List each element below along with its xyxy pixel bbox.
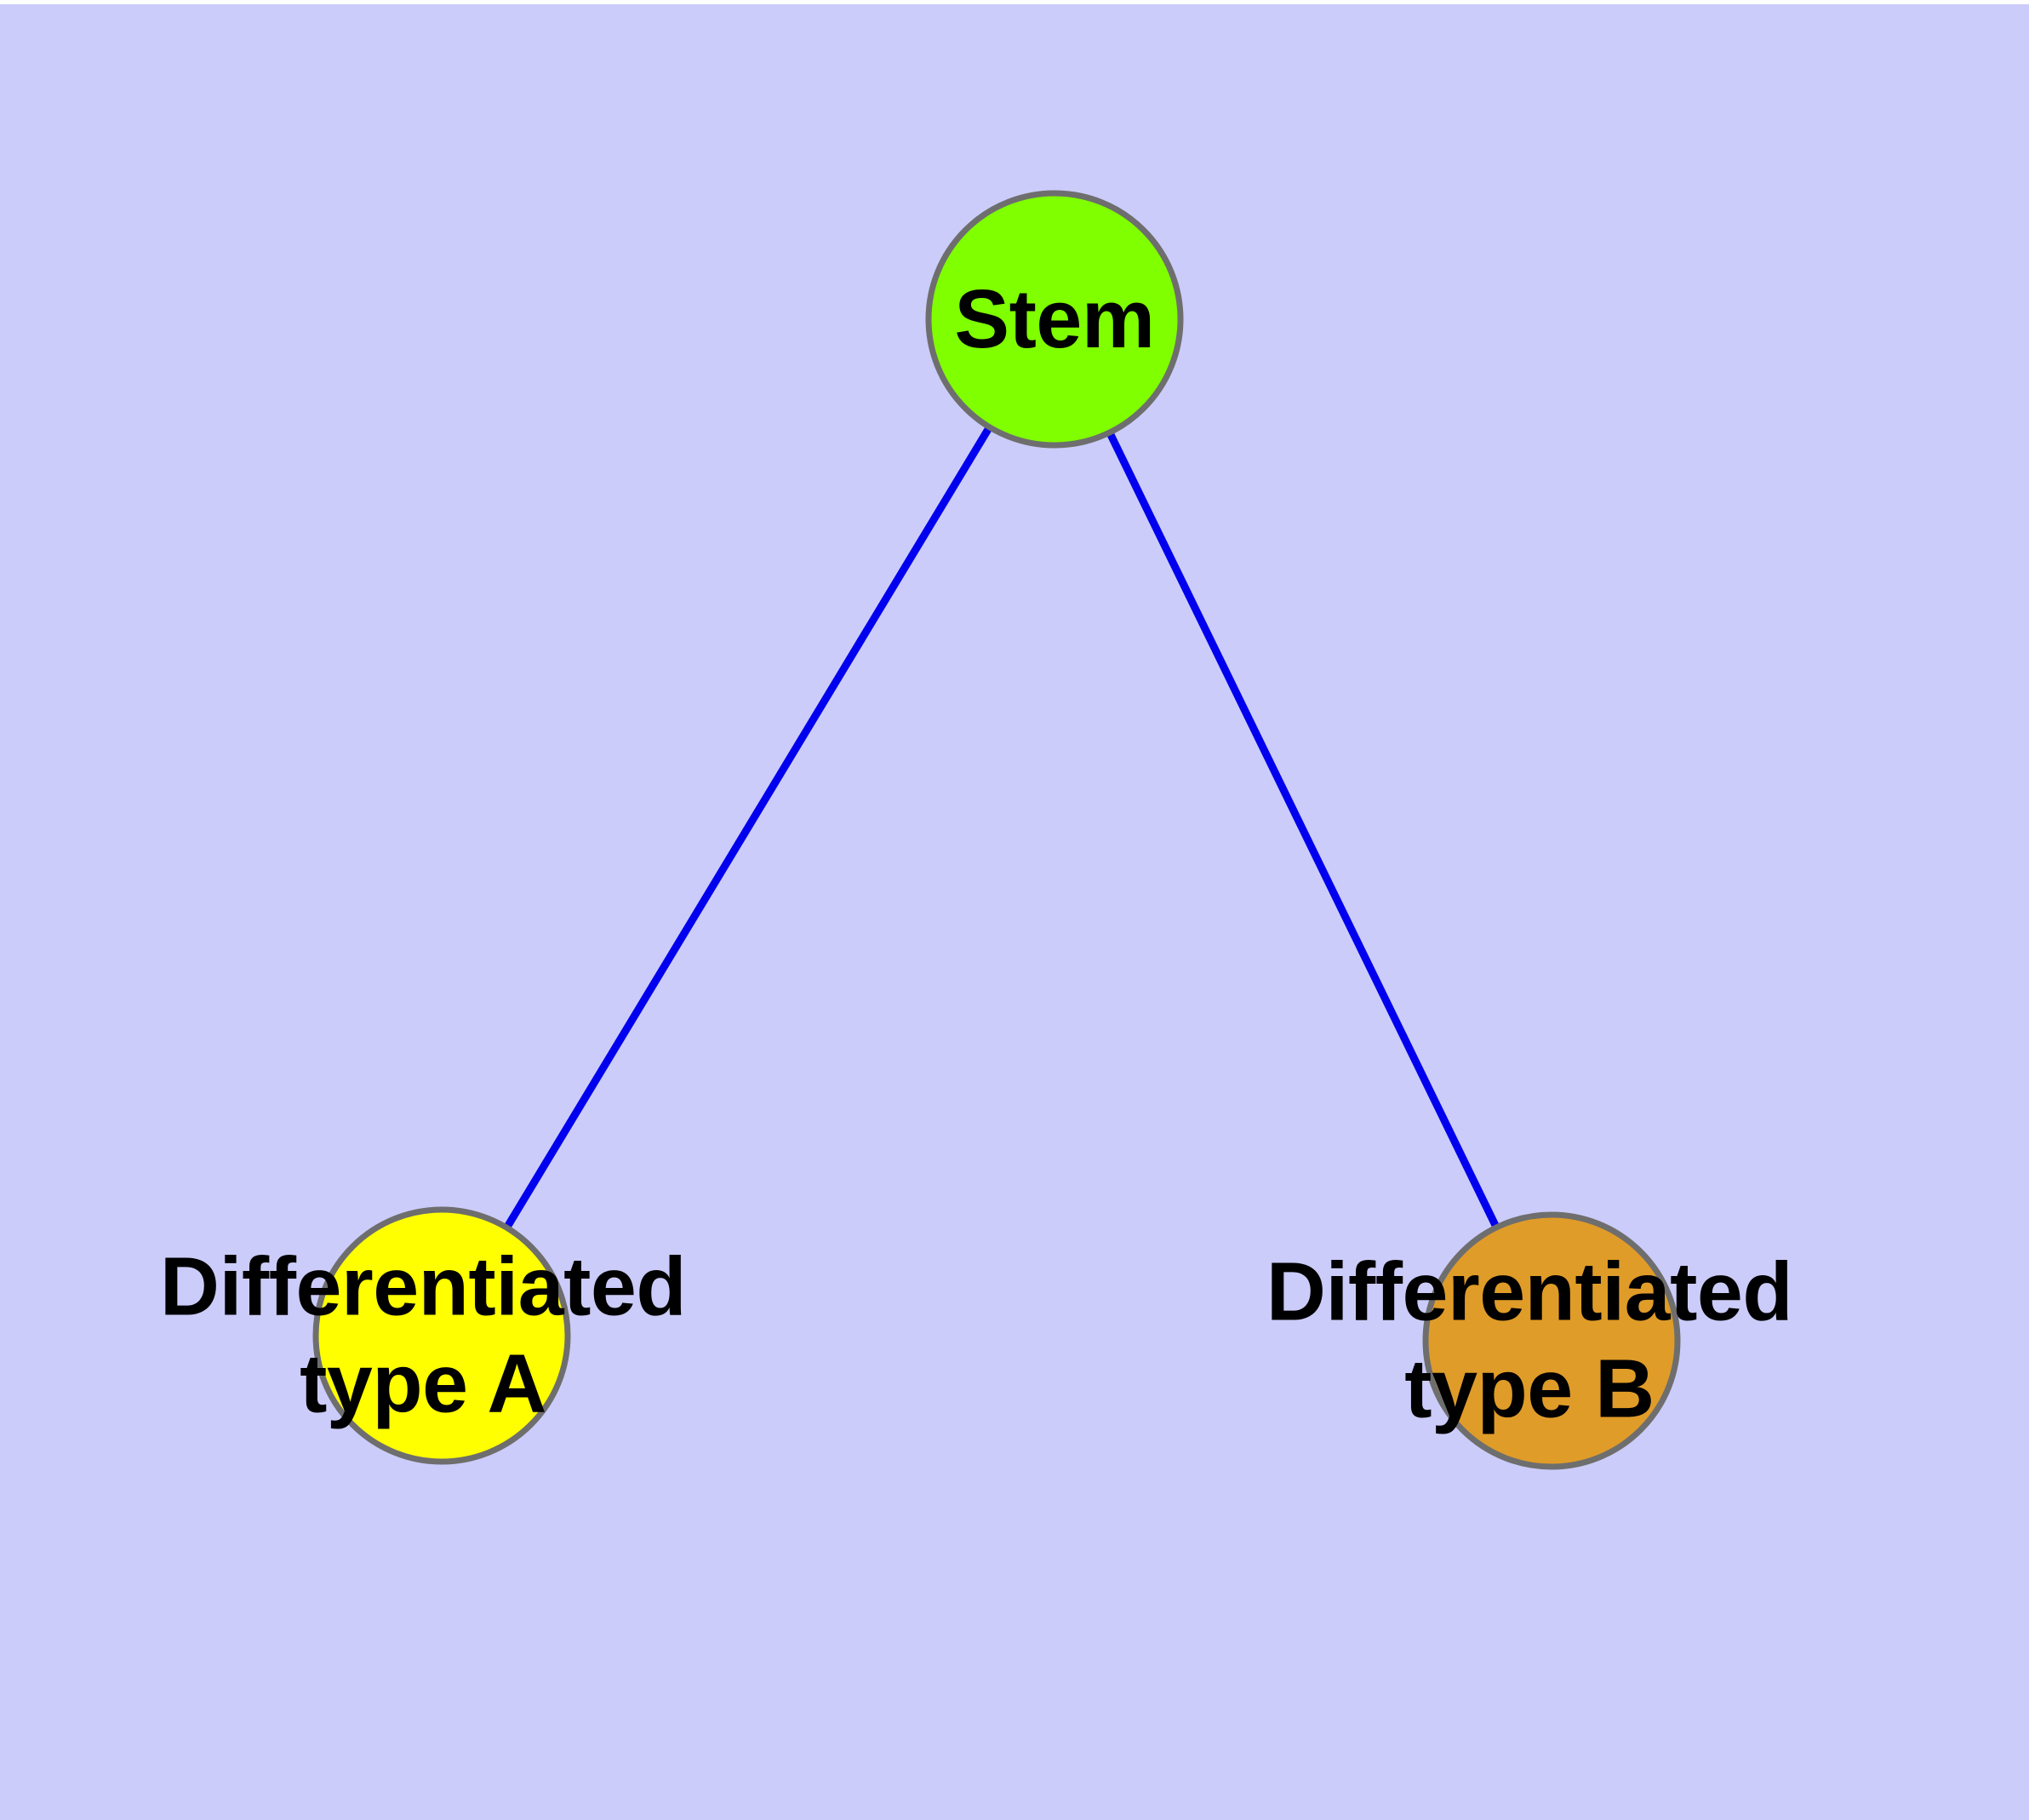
cell-differentiation-graph xyxy=(312,190,1681,1470)
edge-stem-diff-b xyxy=(1050,318,1556,1342)
node-stem[interactable] xyxy=(925,190,1184,449)
nodes-layer xyxy=(312,190,1681,1470)
edge-stem-diff-a xyxy=(438,317,1058,1338)
node-diff_a[interactable] xyxy=(312,1206,571,1465)
edges-layer xyxy=(438,317,1556,1342)
node-diff_b[interactable] xyxy=(1422,1211,1681,1470)
